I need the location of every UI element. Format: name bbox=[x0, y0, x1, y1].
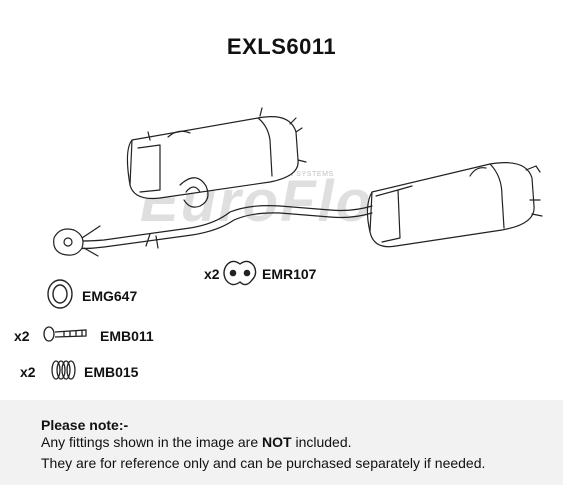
product-code-title: EXLS6011 bbox=[226, 34, 337, 59]
note-line-1-end: included. bbox=[291, 434, 352, 450]
spring-icon bbox=[51, 360, 76, 380]
note-line-1: Any fittings shown in the image are NOT … bbox=[41, 434, 352, 450]
note-heading: Please note:- bbox=[41, 417, 129, 433]
fittings-note: Please note:- Any fittings shown in the … bbox=[0, 400, 563, 485]
exhaust-pipe bbox=[61, 177, 373, 257]
note-line-1-start: Any fittings shown in the image are bbox=[41, 434, 263, 450]
front-flange bbox=[53, 228, 84, 256]
front-silencer bbox=[126, 107, 307, 200]
emb015-qty: x2 bbox=[20, 364, 36, 380]
exhaust-diagram bbox=[43, 107, 543, 380]
emr107-qty: x2 bbox=[204, 266, 220, 282]
emb015-label: EMB015 bbox=[84, 364, 139, 380]
emg647-label: EMG647 bbox=[82, 288, 138, 304]
note-line-2: They are for reference only and can be p… bbox=[41, 455, 486, 471]
rear-silencer bbox=[366, 162, 543, 248]
note-line-1-emphasis: NOT bbox=[262, 434, 292, 450]
emb011-label: EMB011 bbox=[100, 328, 154, 344]
emb011-qty: x2 bbox=[14, 328, 30, 344]
bolt-icon bbox=[43, 326, 87, 342]
rubber-hanger-icon bbox=[223, 260, 257, 286]
gasket-ring-icon bbox=[47, 279, 73, 309]
emr107-label: EMR107 bbox=[262, 266, 317, 282]
